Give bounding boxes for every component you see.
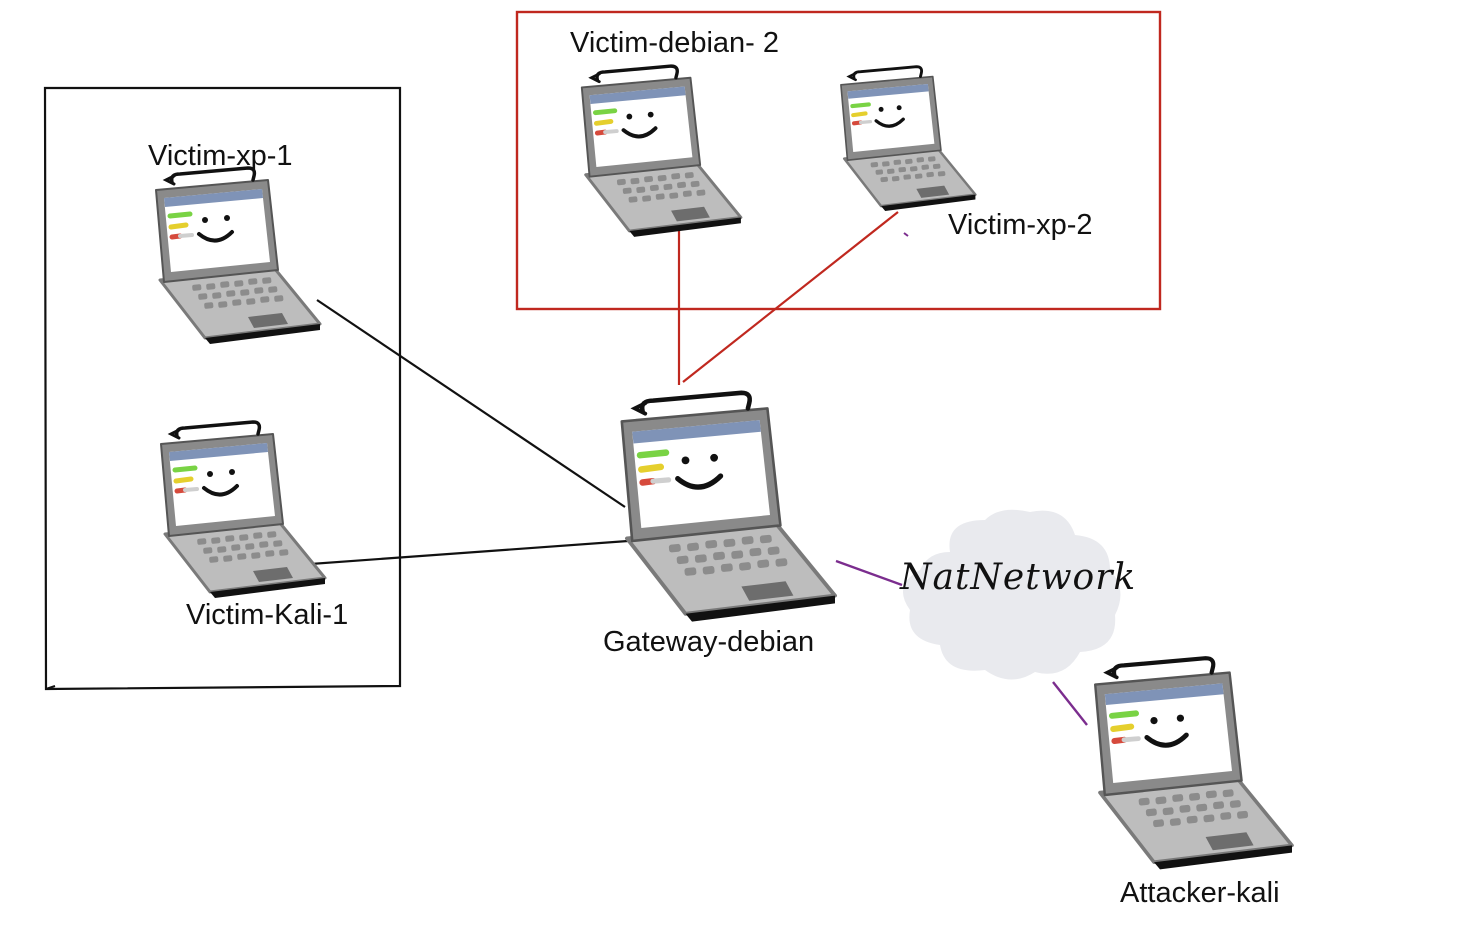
natnetwork-label: NatNetwork <box>900 557 1137 598</box>
link-gateway-natnetwork <box>835 559 903 587</box>
laptop-icon <box>841 67 975 211</box>
victim-xp-2-label: Victim-xp-2 <box>948 209 1093 241</box>
laptop-icon <box>156 168 320 344</box>
gateway-debian-label: Gateway-debian <box>603 626 815 658</box>
left-group-box-tail <box>45 685 56 690</box>
link-gateway-victim-kali-1 <box>282 539 629 568</box>
link-gateway-victim-xp-2 <box>682 211 899 383</box>
victim-xp-1-label: Victim-xp-1 <box>148 140 293 172</box>
link-natnetwork-attacker <box>1052 681 1088 726</box>
victim-kali-1-label: Victim-Kali-1 <box>186 599 349 631</box>
laptop-icon <box>161 422 325 598</box>
left-group-box <box>43 86 402 691</box>
link-gateway-victim-xp-1 <box>316 299 626 508</box>
laptop-icon <box>582 66 741 237</box>
victim-debian-2-label: Victim-debian- 2 <box>570 27 780 59</box>
attacker-kali-label: Attacker-kali <box>1120 877 1280 909</box>
top-group-box <box>515 10 1162 311</box>
laptop-icon <box>1095 658 1292 869</box>
laptop-icon <box>622 393 835 622</box>
stray-mark <box>903 232 909 237</box>
cloud-icon <box>902 509 1121 680</box>
